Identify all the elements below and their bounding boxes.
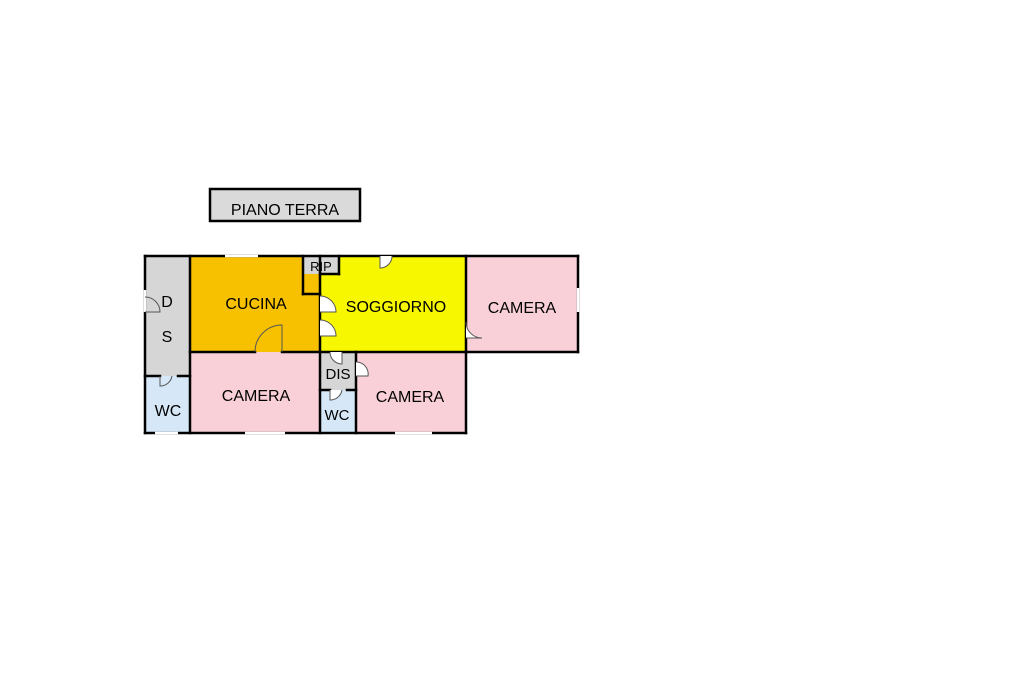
door-swing xyxy=(329,351,343,365)
title-box: PIANO TERRA xyxy=(208,187,362,223)
label-wc-left: WC xyxy=(155,403,182,420)
room-camera-left xyxy=(190,352,320,433)
room-cucina xyxy=(190,256,320,352)
room-rip-fill-overlay xyxy=(320,256,339,274)
page-title: PIANO TERRA xyxy=(231,202,340,219)
label-dis-center: DIS xyxy=(325,366,350,383)
doors xyxy=(144,255,483,401)
label-soggiorno: SOGGIORNO xyxy=(346,299,446,316)
label-dis-left-top: D xyxy=(161,294,173,311)
room-labels: D S CUCINA RIP SOGGIORNO CAMERA WC CAMER… xyxy=(155,259,557,424)
label-camera-right: CAMERA xyxy=(488,300,557,317)
room-wc-left xyxy=(145,376,190,433)
walls xyxy=(143,254,580,435)
label-rip: RIP xyxy=(310,259,332,274)
room-camera-center xyxy=(356,352,466,433)
title-box-frame xyxy=(208,187,362,223)
room-camera-right xyxy=(466,256,578,352)
label-dis-left-bottom: S xyxy=(162,329,173,346)
door-swing xyxy=(379,255,393,269)
door-swing xyxy=(319,319,337,337)
door-swing xyxy=(144,296,161,313)
room-dis-left xyxy=(145,256,190,376)
door-swing xyxy=(355,361,369,377)
label-camera-center: CAMERA xyxy=(376,389,445,406)
door-swing xyxy=(159,375,173,387)
door-swing xyxy=(465,321,483,339)
room-soggiorno xyxy=(320,256,466,352)
door-swing xyxy=(254,324,283,353)
room-fills xyxy=(145,256,578,433)
windows xyxy=(143,254,580,435)
label-camera-left: CAMERA xyxy=(222,388,291,405)
label-wc-center: WC xyxy=(325,407,350,424)
door-swing xyxy=(329,389,343,401)
door-swing xyxy=(319,295,337,313)
label-cucina: CUCINA xyxy=(225,296,287,313)
